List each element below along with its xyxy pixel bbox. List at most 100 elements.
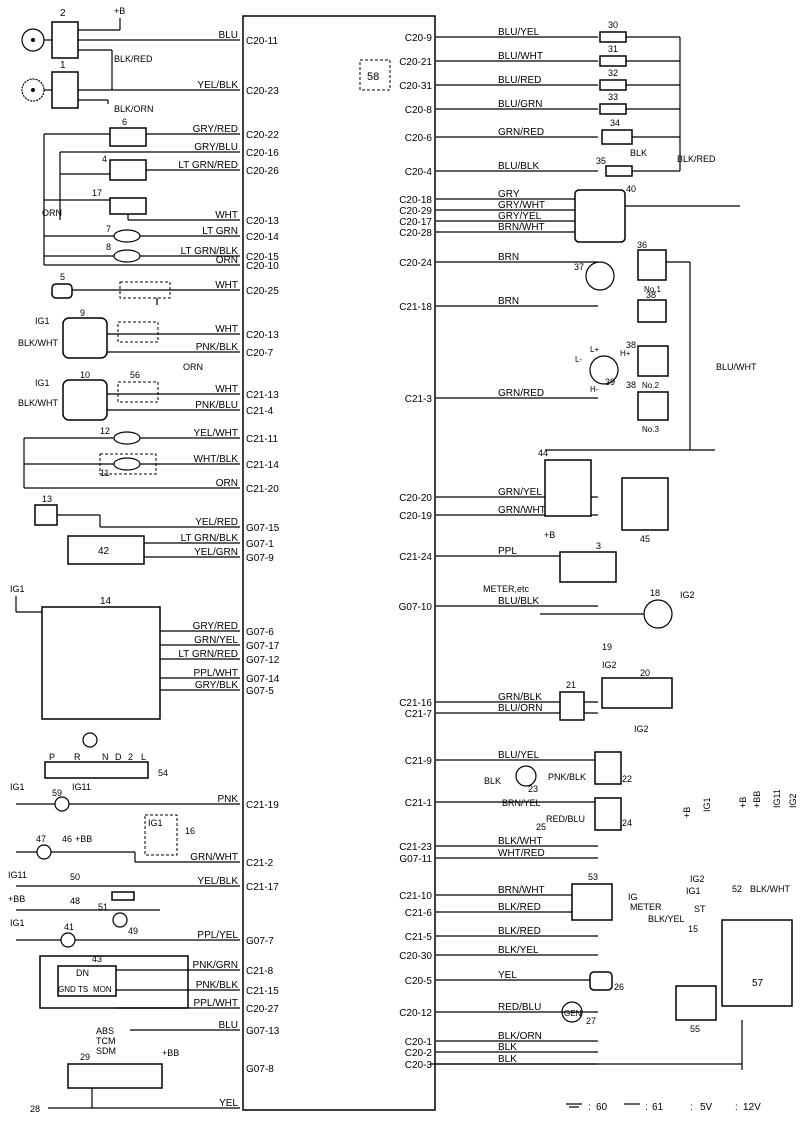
left-wire-label: WHT/BLK [194,454,239,465]
svg-text:IG1: IG1 [10,782,25,792]
misc-26-27: 26 GEN 27 [561,971,624,1026]
svg-text:IG2: IG2 [634,724,649,734]
right-wire-label: GRY/YEL [498,211,542,222]
right-pin-label: C21-16 [399,698,432,709]
svg-text:51: 51 [98,902,108,912]
module-14: IG1 14 [10,584,240,720]
right-wire-label: RED/BLU [498,1002,541,1013]
svg-text:IG1: IG1 [10,918,25,928]
left-wire-label: YEL/GRN [194,547,238,558]
svg-text:59: 59 [52,788,62,798]
right-wire-label: BLU/BLK [498,161,539,172]
right-pin-label: C20-3 [405,1060,433,1071]
svg-text:IG1: IG1 [686,886,701,896]
left-wire-label: LT GRN [202,226,238,237]
left-pin-label: C21-17 [246,882,279,893]
svg-text:BLK/WHT: BLK/WHT [18,398,59,408]
svg-text:50: 50 [70,872,80,882]
right-pin-label: G07-11 [399,854,432,865]
right-pin-label: C21-24 [399,552,432,563]
ecm-label: 58 [367,71,379,83]
svg-text:BLK: BLK [630,148,647,158]
svg-text:IG1: IG1 [702,797,712,812]
svg-text:46: 46 [62,834,72,844]
svg-text:60: 60 [596,1102,608,1113]
sensor-1: 1 BLK/ORN [21,60,240,114]
svg-text:BLK/WHT: BLK/WHT [750,884,791,894]
svg-text:+B: +B [682,807,692,818]
svg-text:38: 38 [626,340,636,350]
sensor-9: IG1 BLK/WHT 9 [18,308,240,359]
left-wire-label: ORN [216,255,238,266]
left-wire-label: YEL [219,1098,238,1109]
left-wire-label: LT GRN/RED [178,160,238,171]
svg-text:33: 33 [608,92,618,102]
svg-text:BLK/YEL: BLK/YEL [648,914,685,924]
fuses-30-35: 30 31 32 33 34 BLK 35 BLK/RED [596,20,716,177]
left-wire-label: PPL/WHT [194,668,238,679]
svg-text:40: 40 [626,184,636,194]
svg-text:8: 8 [106,242,111,252]
left-wire-label: PNK/GRN [192,960,238,971]
svg-text:IG11: IG11 [8,870,27,880]
svg-text:20: 20 [640,668,650,678]
blk-red-top: BLK/RED [114,54,153,64]
svg-text:No.2: No.2 [642,381,659,390]
svg-text:3: 3 [596,541,601,551]
svg-text:28: 28 [30,1104,40,1114]
right-pin-label: C20-30 [399,951,432,962]
svg-text:+BB: +BB [8,894,25,904]
svg-text:48: 48 [70,896,80,906]
svg-text:D: D [115,752,122,762]
svg-text:17: 17 [92,188,102,198]
comp-1-label: 1 [60,60,66,71]
left-pin-label: C21-2 [246,858,274,869]
right-wire-label: GRN/YEL [498,487,542,498]
svg-text:9: 9 [80,308,85,318]
right-pin-label: C20-21 [399,57,432,68]
svg-text:MON: MON [93,985,112,994]
svg-text:TS: TS [78,985,88,994]
svg-text:22: 22 [622,774,632,784]
comp-2-label: 2 [60,8,66,19]
right-wire-label: BLU/BLK [498,596,539,607]
relay-16: IG1 16 [135,814,240,863]
left-pin-label: G07-12 [246,655,280,666]
svg-text:32: 32 [608,68,618,78]
left-wire-label: YEL/BLK [197,80,238,91]
svg-text:39: 39 [605,377,615,387]
right-wire-label: GRN/BLK [498,692,542,703]
right-pin-label: C21-9 [405,756,433,767]
sensor-2: 2 +B BLK/RED [21,6,240,90]
svg-text:35: 35 [596,156,606,166]
right-wire-label: GRN/RED [498,127,544,138]
left-wire-label: WHT [215,324,238,335]
right-wire-label: BLK/YEL [498,945,539,956]
right-wire-label: BLK/WHT [498,836,542,847]
left-wire-label: GRY/BLK [195,680,238,691]
svg-text:18: 18 [650,588,660,598]
svg-text:16: 16 [185,826,195,836]
svg-text:+BB: +BB [752,791,762,808]
right-wire-label: GRY [498,189,520,200]
svg-text:11: 11 [100,468,109,478]
svg-text:14: 14 [100,596,112,607]
right-wire-label: GRN/WHT [498,505,546,516]
svg-text:IG2: IG2 [602,660,617,670]
left-pin-label: C20-11 [246,36,278,47]
svg-text:ORN: ORN [42,208,62,218]
right-wire-label: BRN [498,296,519,307]
sensors-4-6-17: 6 4 17 ORN [42,117,240,265]
sensors-7-8: 7 8 [44,224,240,266]
left-pin-label: C20-23 [246,86,279,97]
svg-text:61: 61 [652,1102,664,1113]
left-wire-label: BLU [219,30,238,41]
svg-text:IG11: IG11 [72,782,91,792]
right-pin-label: C20-2 [405,1048,433,1059]
right-pin-label: C20-28 [399,228,432,239]
svg-text::: : [690,1102,693,1113]
right-wire-label: BLK/RED [498,902,541,913]
module-20-21: IG2 20 21 [559,660,673,721]
svg-text:IG: IG [628,892,638,902]
motor-37-relays: 37 36 No.1 38 L+ L- H+ H- 39 38 No.2 38 … [574,240,757,450]
